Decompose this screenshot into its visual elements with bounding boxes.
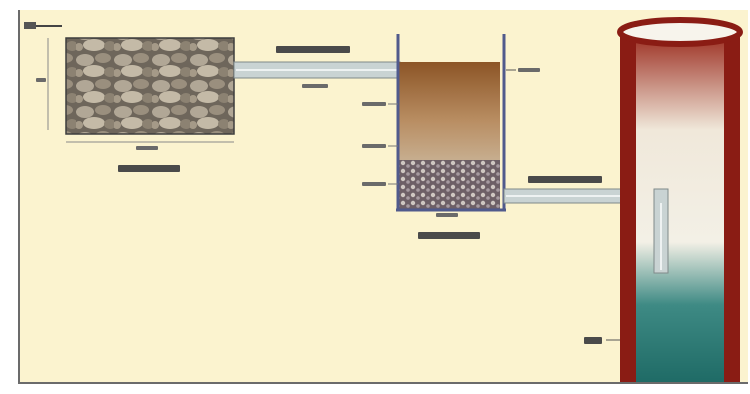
tank1-height-dim-bar [36,78,46,82]
column-right-wall [724,32,740,382]
pipe-dim-bar-1 [302,84,328,88]
column-top-rim [617,17,743,47]
tank2-level-bar [518,68,540,72]
tank1-width-dim-bar [136,146,158,150]
tank2-width-dim-bar [436,213,458,217]
tank2-layer-bar-3 [362,182,386,186]
column-left-wall [620,32,636,382]
pipe-label-bar-2 [528,176,602,183]
tank2-layer-bar-1 [362,102,386,106]
column-level-bar [584,337,602,344]
tank-1-caption-bar [118,165,180,172]
column-body [620,32,740,382]
pipe-label-bar-1 [276,46,350,53]
tank2-layer-bar-2 [362,144,386,148]
inlet-label-bar [24,22,36,29]
tank-2-caption-bar [418,232,480,239]
tank-2-gravel-layer [398,160,500,210]
tank-1-rock-filter [65,37,235,135]
